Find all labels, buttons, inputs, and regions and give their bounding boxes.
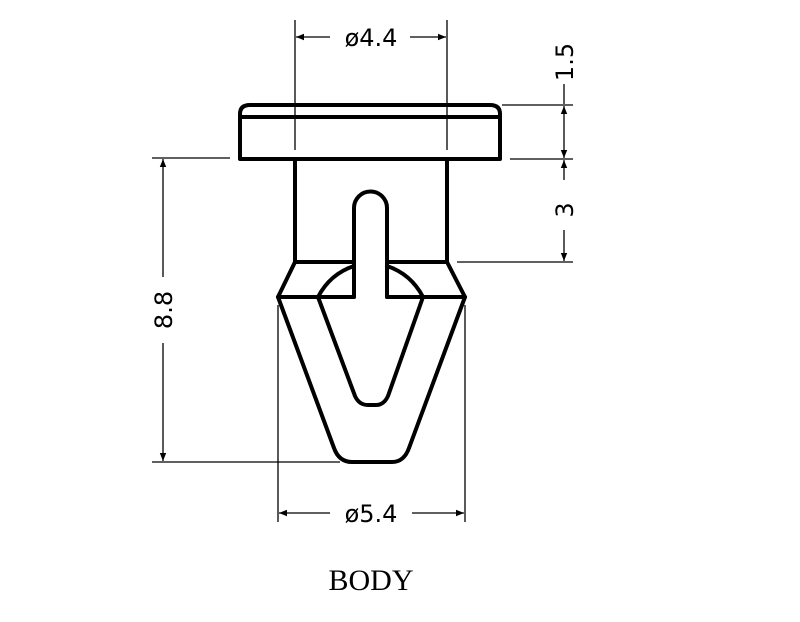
dimension-top-diameter: ø4.4 (294, 20, 448, 150)
drawing-title: BODY (328, 564, 413, 597)
head-flange (238, 103, 502, 161)
head-thickness-label: 1.5 (551, 43, 579, 81)
inner-v-slot (316, 295, 425, 407)
dimension-right: 1.5 3 (457, 43, 579, 263)
center-slot (352, 189, 389, 299)
chamfer-right (385, 260, 467, 299)
neck-height-label: 3 (551, 202, 579, 217)
chamfer-left (276, 260, 356, 299)
part-body (238, 103, 502, 464)
bottom-diameter-label: ø5.4 (345, 500, 398, 528)
dimension-overall-height: 8.8 (150, 157, 340, 463)
top-diameter-label: ø4.4 (345, 24, 398, 52)
overall-height-label: 8.8 (150, 291, 178, 329)
arc-left (316, 264, 356, 299)
arc-right (385, 264, 425, 299)
dimension-bottom-diameter: ø5.4 (277, 305, 466, 528)
outer-legs (276, 295, 467, 464)
neck (293, 157, 449, 264)
